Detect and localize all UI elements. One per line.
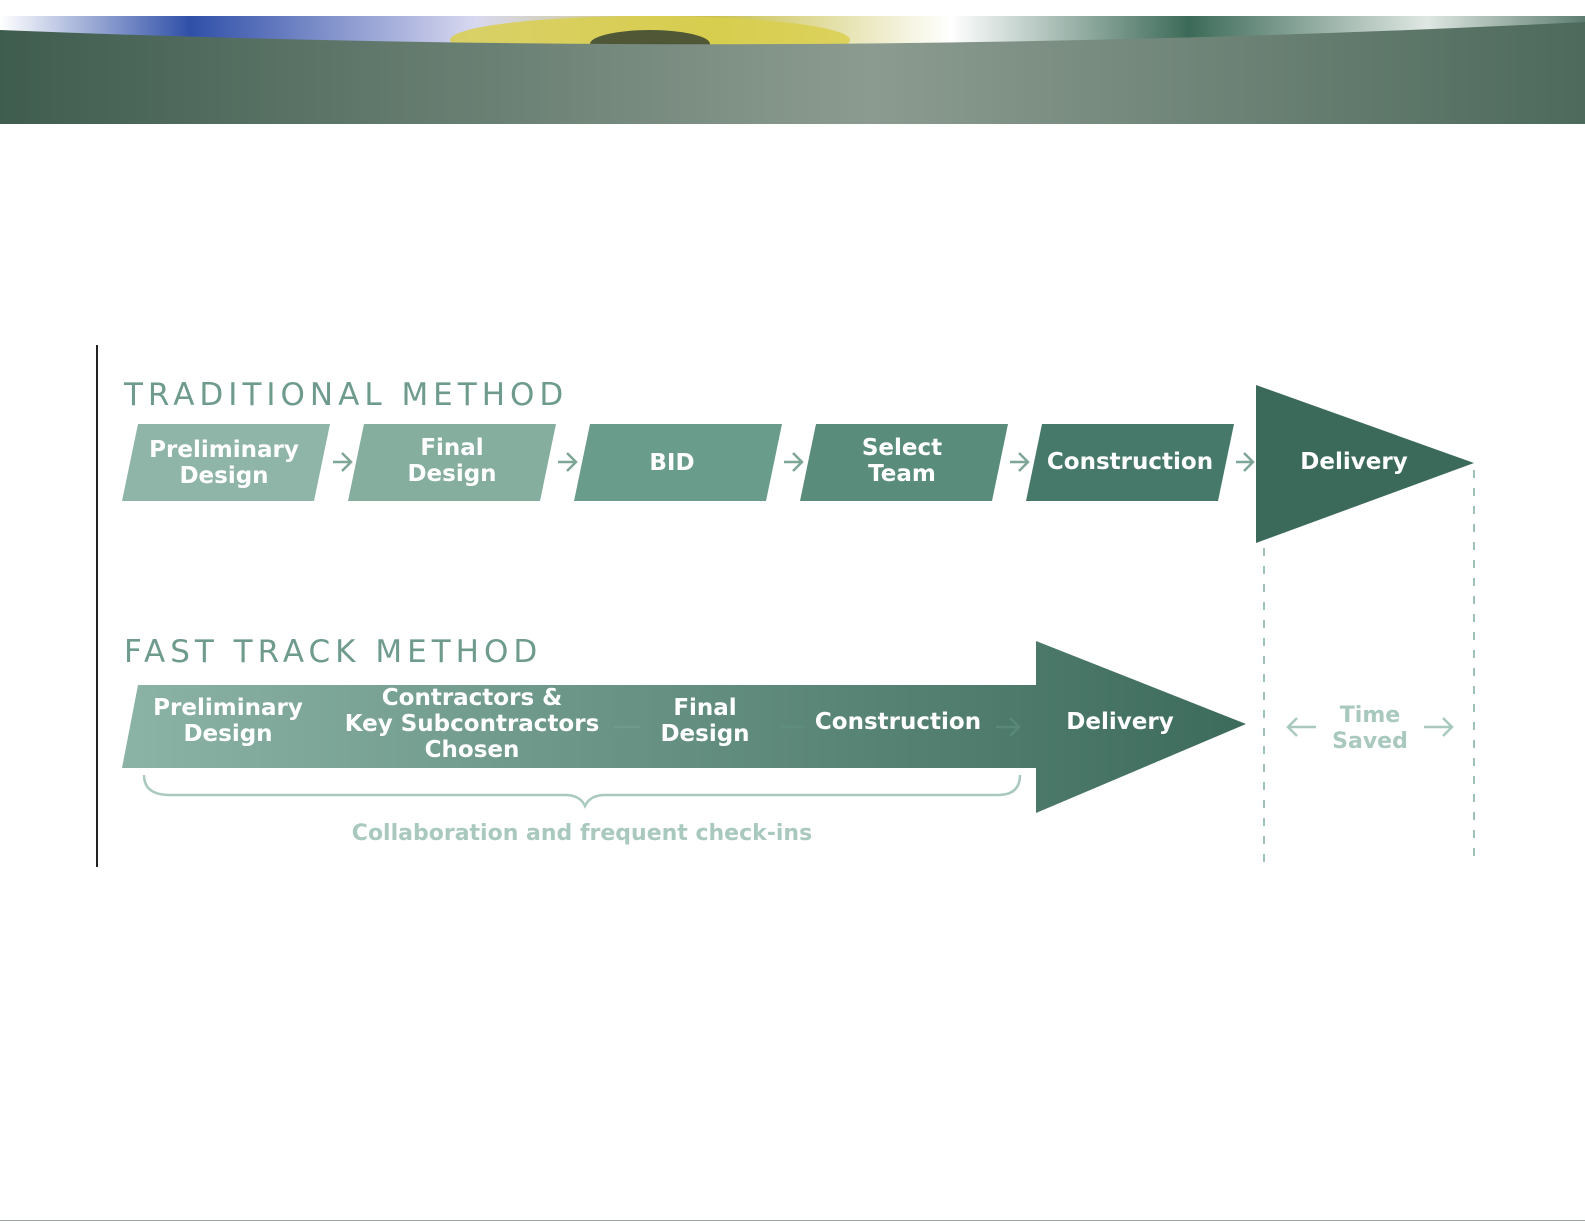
step-label: Preliminary xyxy=(149,437,299,463)
traditional-step-final-design: Final Design xyxy=(348,424,556,501)
collaboration-label: Collaboration and frequent check-ins xyxy=(352,821,812,846)
fast-step-contractors-label: Contractors & xyxy=(382,685,562,711)
right-arrow-icon xyxy=(1424,718,1452,736)
time-saved-label: Saved xyxy=(1332,729,1408,754)
step-label: Design xyxy=(407,461,496,487)
delivery-label: Delivery xyxy=(1300,449,1407,475)
fast-step-contractors-label: Chosen xyxy=(425,737,520,763)
time-saved-label: Time xyxy=(1340,703,1400,728)
fast-track-heading: FAST TRACK METHOD xyxy=(124,634,542,670)
step-label: Final xyxy=(420,435,483,461)
fast-track-delivery-label: Delivery xyxy=(1066,709,1173,735)
traditional-heading: TRADITIONAL METHOD xyxy=(123,377,568,413)
collaboration-brace xyxy=(144,775,1020,806)
fast-step-final-design-label: Design xyxy=(660,721,749,747)
arrow-icon xyxy=(558,453,576,471)
arrow-icon xyxy=(1010,453,1028,471)
step-label: Design xyxy=(179,463,268,489)
footer-rule xyxy=(0,1220,1585,1221)
arrow-icon xyxy=(784,453,802,471)
traditional-delivery: Delivery xyxy=(1256,385,1474,543)
fast-step-contractors-label: Key Subcontractors xyxy=(345,711,600,737)
time-saved: Time Saved xyxy=(1288,703,1452,754)
step-label: Construction xyxy=(1047,449,1213,475)
arrow-icon xyxy=(333,453,351,471)
fast-step-construction-label: Construction xyxy=(815,709,981,735)
traditional-step-construction: Construction xyxy=(1026,424,1234,501)
fast-step-preliminary-design-label: Preliminary xyxy=(153,695,303,721)
arrow-icon xyxy=(1236,453,1253,471)
fast-step-preliminary-design-label: Design xyxy=(183,721,272,747)
traditional-step-preliminary-design: Preliminary Design xyxy=(122,424,330,501)
fast-step-final-design-label: Final xyxy=(673,695,736,721)
step-label: BID xyxy=(649,450,694,476)
step-label: Team xyxy=(868,461,936,487)
step-label: Select xyxy=(862,435,942,461)
traditional-step-select-team: Select Team xyxy=(800,424,1008,501)
traditional-step-bid: BID xyxy=(574,424,782,501)
left-arrow-icon xyxy=(1288,718,1316,736)
